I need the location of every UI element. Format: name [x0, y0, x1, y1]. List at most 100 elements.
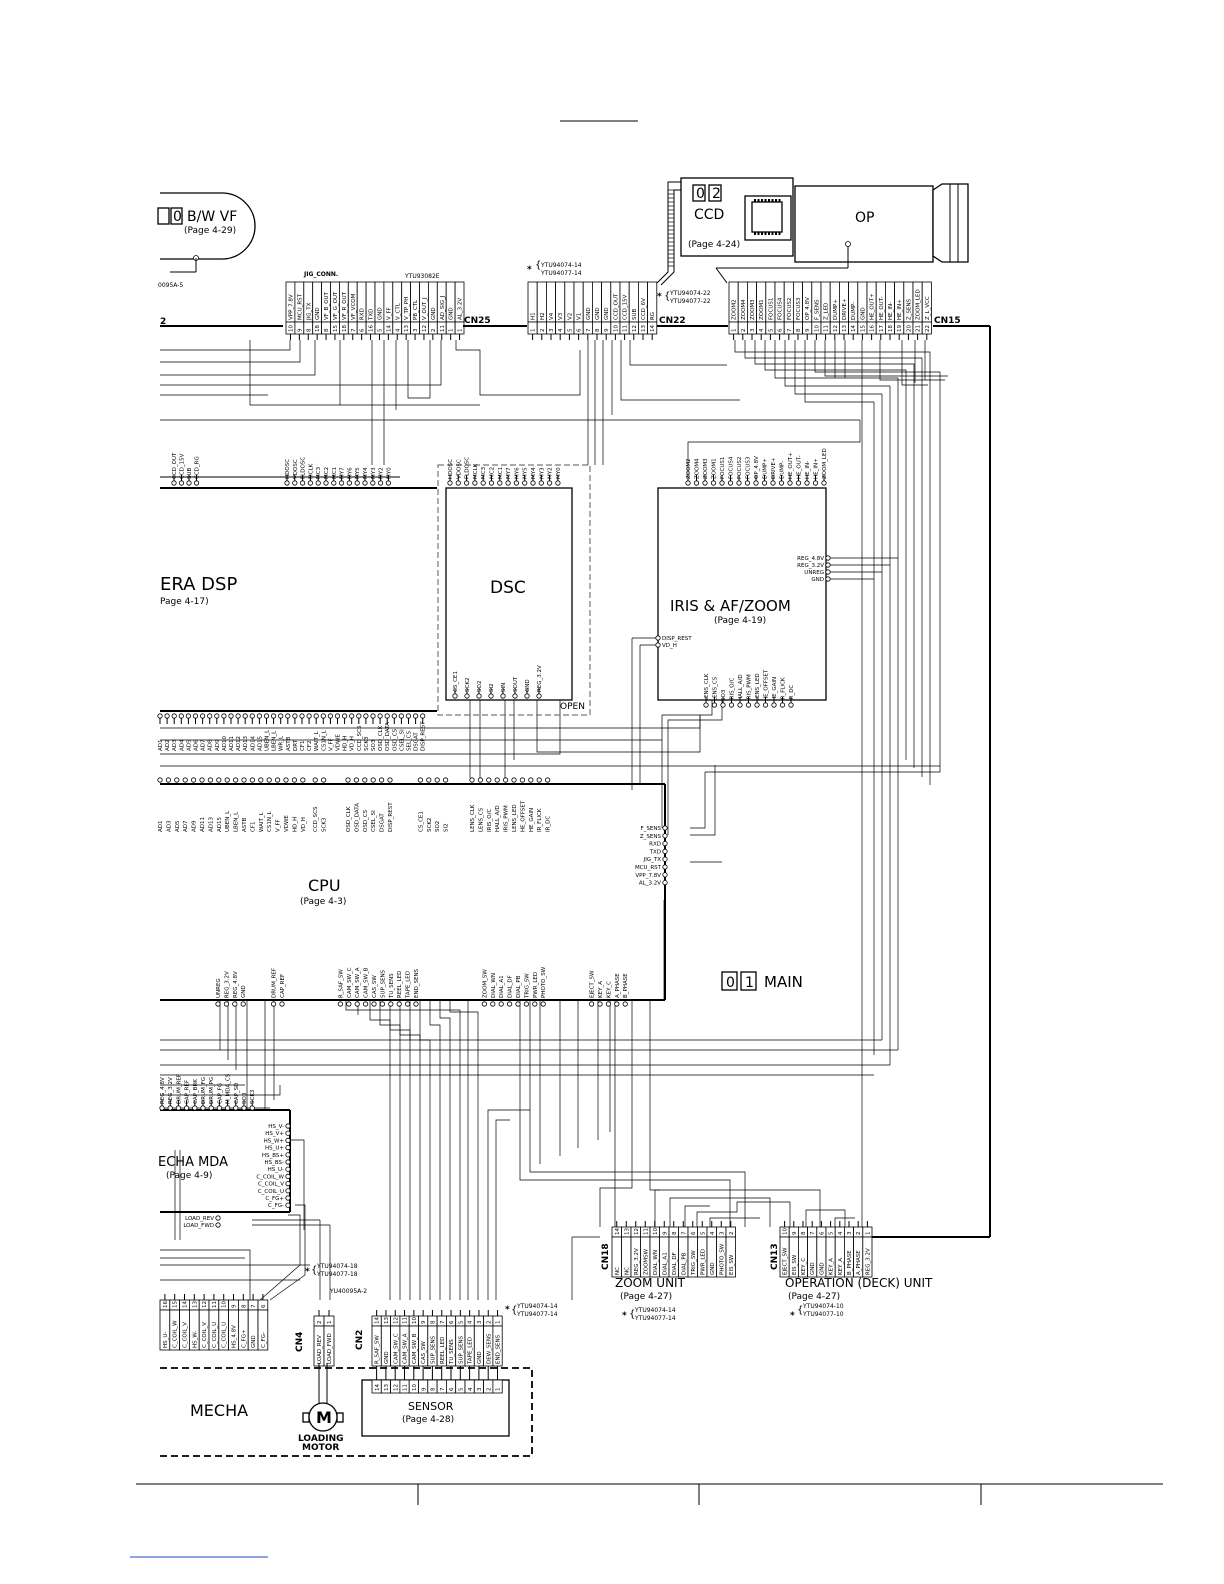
cn18-pin: GND [710, 1262, 716, 1275]
pin-terminal [215, 1222, 221, 1228]
dsc-pin-label: MY4 [531, 467, 537, 479]
cn15-pin: DUMP- [851, 302, 857, 320]
svg-text:YU40095A-2: YU40095A-2 [329, 1288, 367, 1295]
pin-terminal [331, 480, 337, 486]
pin-terminal [370, 713, 376, 719]
pin-terminal [285, 1123, 291, 1129]
pin-terminal [167, 1105, 173, 1111]
iris-pin-label: HE_OUT+ [788, 452, 794, 479]
pin-terminal [223, 1001, 229, 1007]
cn25-pin: VPP_7.8V [288, 294, 294, 320]
iris-pin-label: IRIS_PWM [747, 674, 753, 701]
pin-terminal [221, 713, 227, 719]
pin-terminal [795, 480, 802, 486]
cpu-pin-label: DRUM_REF [272, 968, 278, 998]
dsc-pin-label: SCK2 [465, 678, 471, 692]
pin-number: 5 [458, 1320, 464, 1324]
mda-pin-label: CAP_SD [234, 1083, 240, 1104]
cpu-pin-label: AD1 [158, 821, 164, 833]
pin-terminal [812, 480, 819, 486]
pin-terminal [263, 713, 270, 719]
main-board-label: 0 1 MAIN [721, 971, 803, 991]
pin-terminal [387, 777, 393, 783]
pin-terminal [532, 1001, 538, 1007]
pin-terminal [778, 480, 785, 486]
pin-number: 8 [324, 328, 330, 332]
pin-terminal [500, 693, 506, 699]
cpu-pin-label: PWR_LED [533, 972, 539, 998]
cn2-pin: END_SENS [496, 1334, 502, 1364]
pin-number: 6 [360, 328, 366, 332]
pin-number: 6 [577, 328, 583, 332]
pin-number: 22 [925, 325, 931, 332]
pin-number: 3 [847, 1231, 853, 1235]
pin-terminal [494, 777, 500, 783]
pin-terminal [770, 480, 776, 486]
pin-terminal [337, 1001, 343, 1007]
cpu-pin-label: VPP_7.8V [635, 873, 661, 879]
pin-terminal [477, 777, 483, 783]
pin-terminal [354, 1001, 360, 1007]
dsp-pin-label: CCD_RG [195, 456, 201, 479]
pin-signal-cell [257, 1309, 269, 1351]
cpu-pin-label: OSD_DATA [354, 803, 360, 832]
cn13-pin: GND [810, 1262, 816, 1275]
mda-pin-label: DRUM_PG [209, 1077, 215, 1104]
mda-pin-label: HS_U- [268, 1167, 284, 1173]
pin-number: 14 [375, 1384, 381, 1391]
dsc-pin-label: SOUT [513, 676, 519, 692]
cn22-pin: V4 [549, 312, 555, 320]
pin-number: 8 [595, 328, 601, 332]
board-label: B/W VF [187, 209, 237, 225]
cn15-pin: HE_OUT- [879, 296, 885, 320]
pin-terminal [497, 480, 503, 486]
cn22-pin: CCD_OUT [613, 293, 619, 320]
dsp-pin-label: WR_L [279, 735, 285, 751]
cpu-pin-label: LENS_CLK [470, 804, 476, 832]
iris-pin-label: ZOOM2 [686, 458, 692, 479]
cn13-pin: A_PHASE [856, 1250, 862, 1275]
cn13-pin: B_PHASE [847, 1250, 853, 1275]
pin-number: 3 [413, 328, 419, 332]
pin-terminal [464, 693, 470, 699]
pin-terminal [299, 480, 306, 486]
pin-terminal [208, 1105, 214, 1111]
cpu-pin-label: DIAL_A1 [499, 975, 505, 998]
page-ref: (Page 4-24) [688, 240, 740, 250]
pin-terminal [285, 1152, 291, 1158]
dsp-pin-label: AD2 [165, 740, 171, 752]
pin-number: 7 [351, 328, 357, 332]
cn25-pin: MCU_RST [297, 293, 303, 320]
cn25-pin: TXD [369, 309, 375, 321]
pin-signal-cell [862, 1236, 873, 1278]
cn18-pin: PWR_LED [700, 1249, 706, 1275]
pin-terminal [184, 1105, 190, 1111]
dsp-pin-label: AD3 [172, 739, 178, 751]
pin-terminal [258, 777, 264, 783]
pin-terminal [821, 480, 827, 486]
dsp-pin-label: AD1 [158, 740, 164, 752]
iris-pin-label: DUMP+ [763, 458, 769, 479]
cn15-pin: Z_L_VCC [925, 296, 931, 320]
pin-number: 12 [422, 325, 428, 332]
pin-terminal [384, 713, 390, 719]
pin-terminal [215, 1215, 221, 1221]
note-cn2-parts: * { YTU94074-14 YTU94077-14 [505, 1303, 558, 1318]
pin-number: 2 [317, 1321, 323, 1325]
pin-number: 7 [251, 1304, 257, 1308]
dsp-pin-label: MY4 [363, 467, 369, 479]
cn25-pin: VF_G_OUT [333, 291, 339, 320]
pin-number: 18 [888, 325, 894, 332]
pin-terminal [159, 1105, 165, 1111]
cn25-label: CN25 [464, 316, 491, 326]
pin-terminal [442, 777, 449, 783]
pin-terminal [662, 848, 668, 855]
pin-terminal [719, 480, 725, 486]
cn25-pin: GND [431, 307, 437, 320]
pin-terminal [536, 693, 542, 699]
svg-text:{: { [629, 1309, 635, 1320]
pin-number: 13 [404, 325, 410, 332]
pin-terminal [285, 1130, 291, 1136]
